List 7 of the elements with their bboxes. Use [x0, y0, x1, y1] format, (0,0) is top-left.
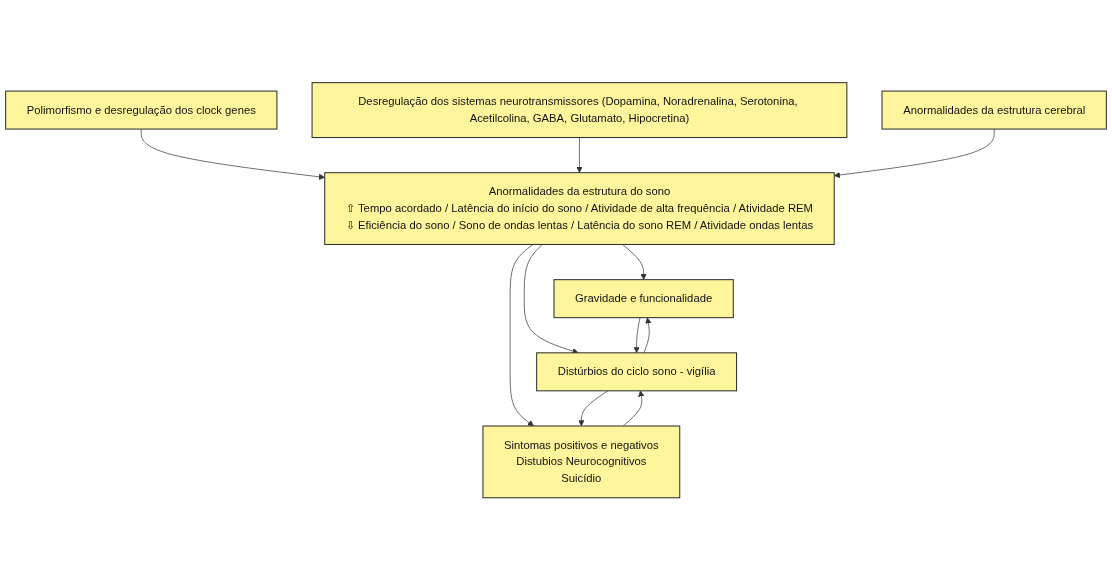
node-box: Desregulação dos sistemas neurotransmissores (Dopamina, Noradrenalina, Serotonina, Acetilcolina, GABA, Glutamato, Hipocretina) — [311, 81, 848, 138]
node-box: Polimorfismo e desregulação dos clock genes — [5, 90, 278, 130]
node-box: Anormalidades da estrutura cerebral — [881, 90, 1107, 130]
node-box: Anormalidades da estrutura do sono ⇧ Tempo acordado / Latência do início do sono / Atividade de alta frequência / Atividade REM ⇩ Eficiência do sono / Sono de ondas lentas / Latência do sono REM / Atividade ondas lentas — [324, 171, 835, 245]
node-box: Gravidade e funcionalidade — [553, 278, 734, 318]
node-box: Distúrbios do ciclo sono - vigília — [536, 352, 738, 392]
node-box: Sintomas positivos e negativos Distubios Neurocognitivos Suicídio — [482, 425, 681, 499]
